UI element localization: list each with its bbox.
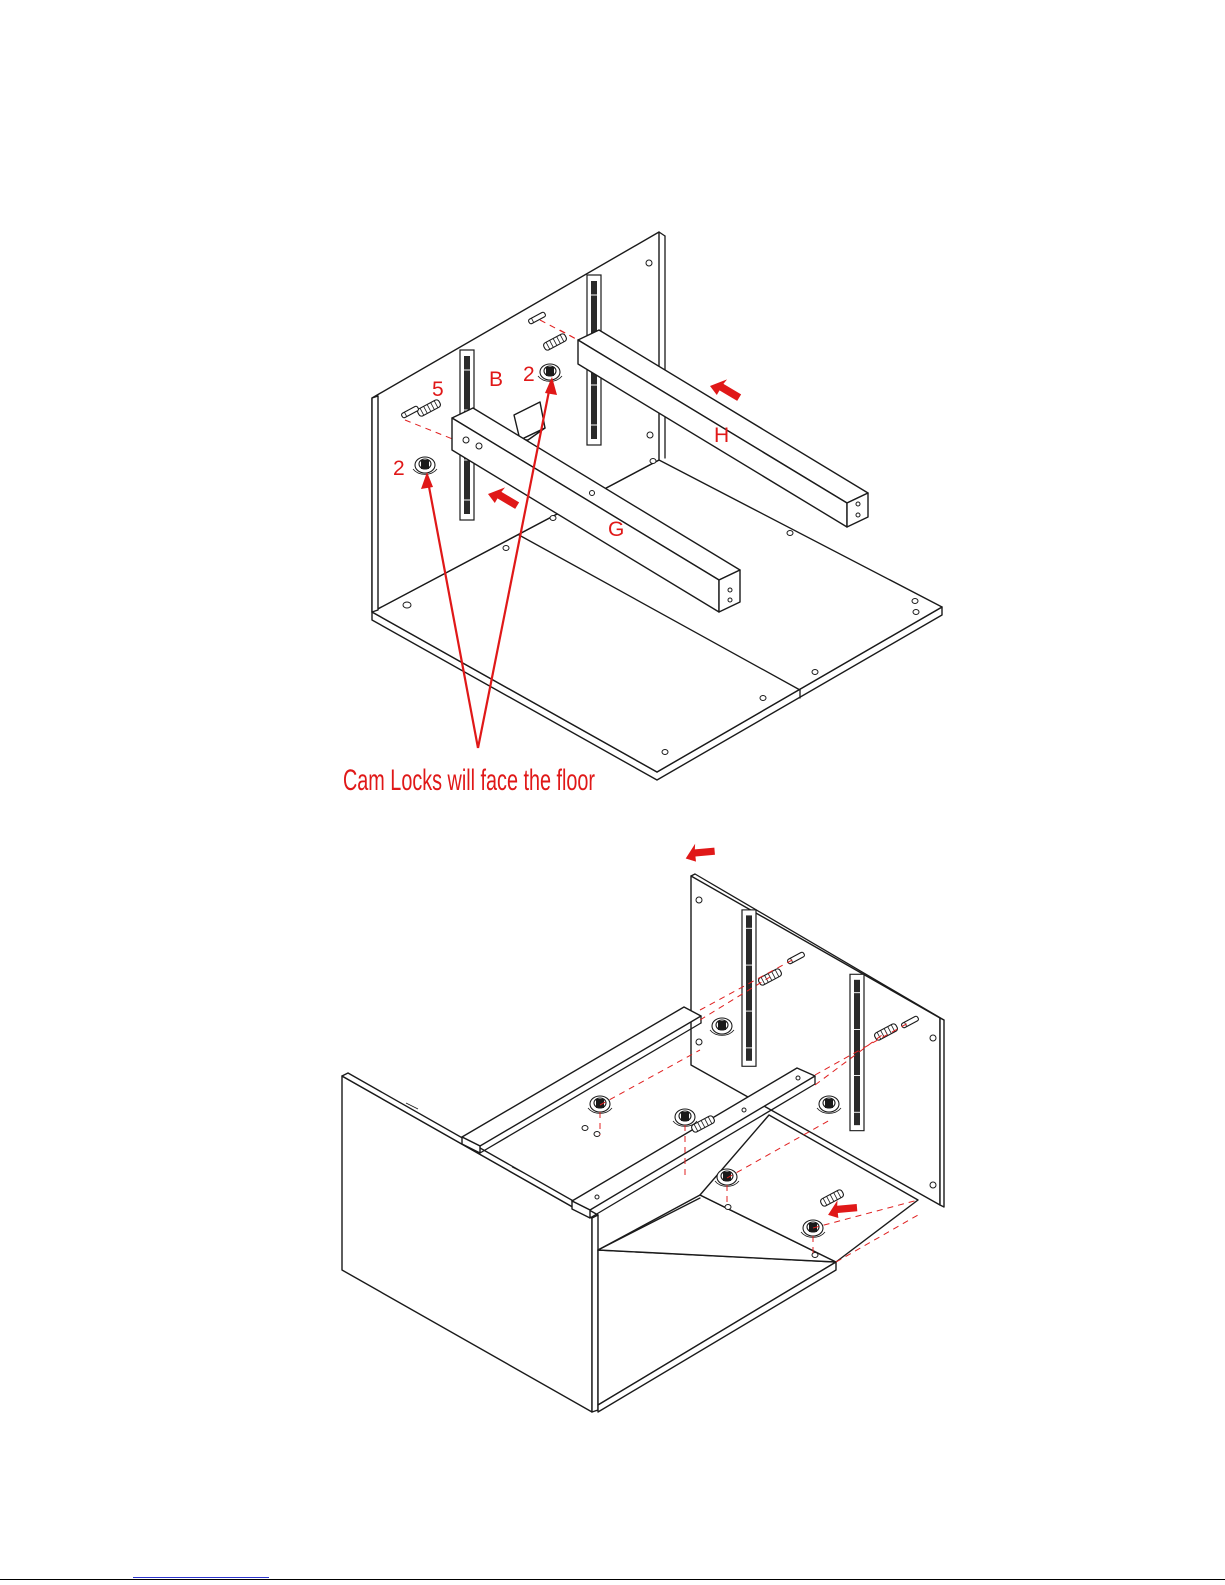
arrow-left-down-icon <box>682 837 718 868</box>
footer-rule <box>0 1579 1225 1580</box>
label-rail-h: H <box>714 424 729 447</box>
label-rail-g: G <box>608 518 624 541</box>
diagram-step-1: B 2 5 2 H G Cam Locks will face the floo… <box>343 232 942 797</box>
top-rail-back <box>462 1007 701 1153</box>
diagram-step-2 <box>342 837 944 1412</box>
drawer-slide-icon <box>850 974 864 1130</box>
arrow-left-up-icon <box>708 377 742 401</box>
cam-lock-icon <box>673 1109 697 1126</box>
label-qty-cam-right: 2 <box>523 363 535 386</box>
bottom-panel <box>598 1250 836 1405</box>
caption-cam-locks: Cam Locks will face the floor <box>343 764 595 797</box>
footer-link-underline[interactable] <box>133 1577 269 1578</box>
drawer-slide-icon <box>742 910 756 1066</box>
front-panel <box>342 1076 592 1412</box>
label-panel-b: B <box>489 368 503 391</box>
label-qty-dowel: 5 <box>432 378 444 401</box>
label-qty-cam-left: 2 <box>393 457 405 480</box>
